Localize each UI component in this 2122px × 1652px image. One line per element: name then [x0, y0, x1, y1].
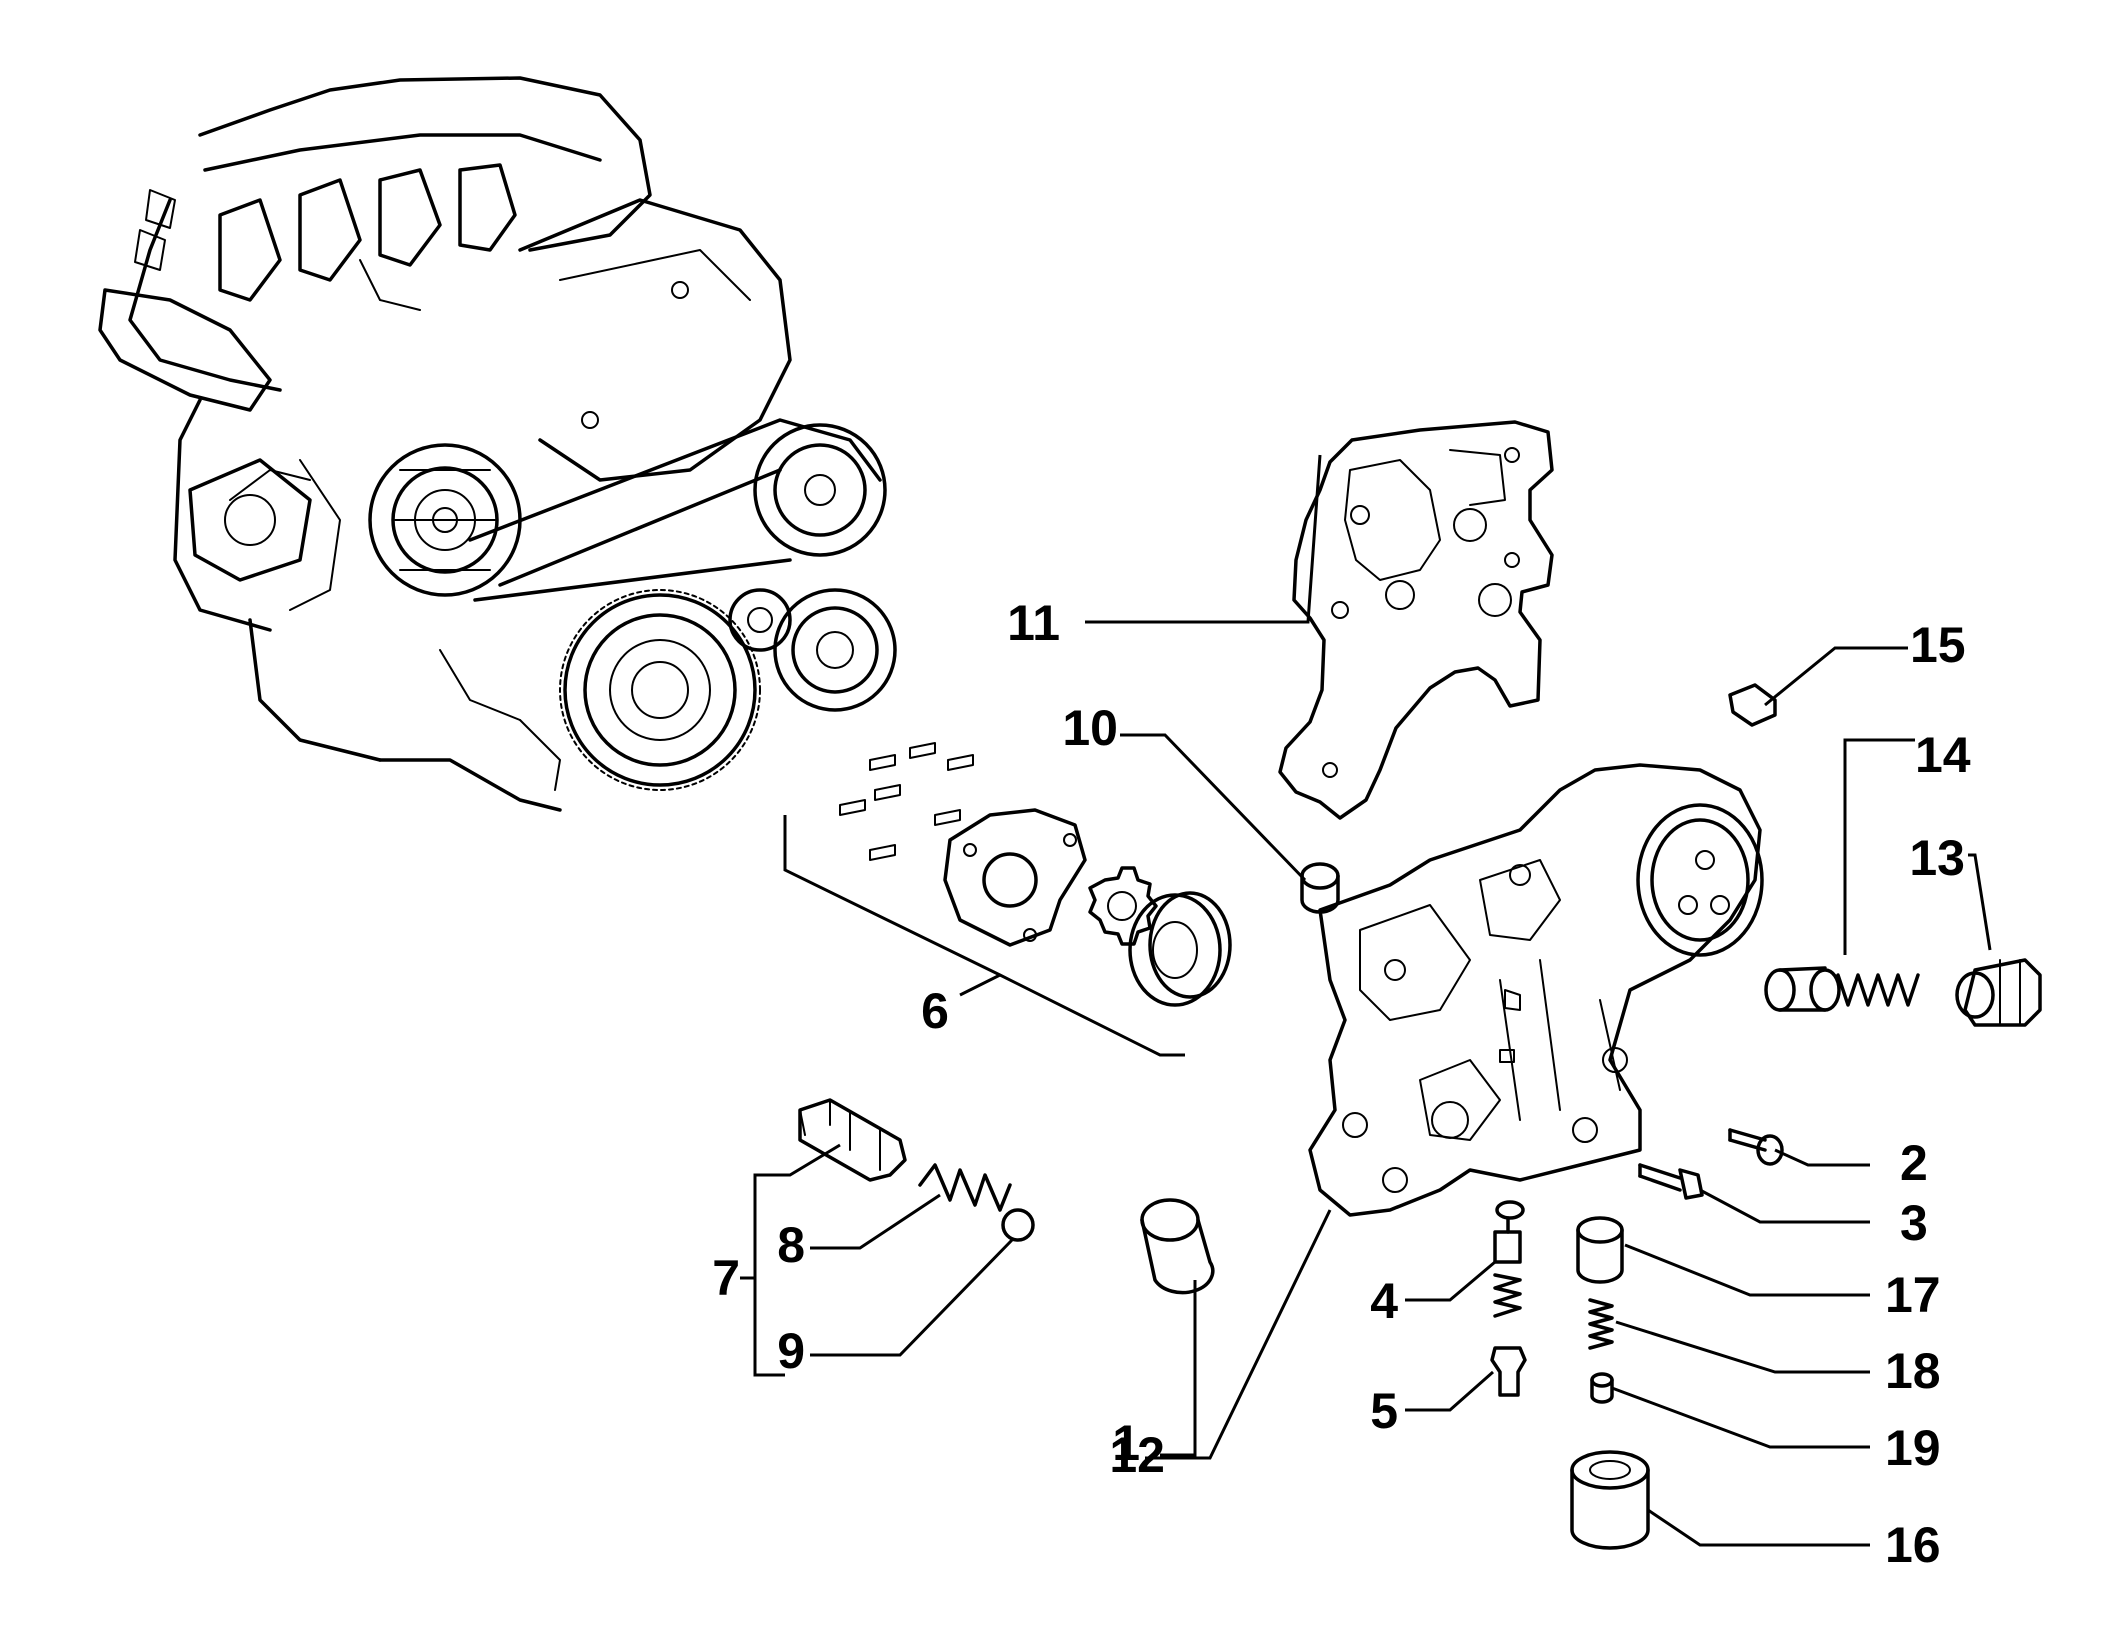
callout-15: 15: [1910, 617, 1966, 673]
callout-13: 13: [1909, 830, 1965, 886]
callout-8: 8: [777, 1217, 805, 1273]
oil-pump-housing-part-1: [1308, 763, 1764, 1217]
gear-set-part-6: [839, 742, 1232, 1007]
callout-19: 19: [1885, 1420, 1941, 1476]
callout-16: 16: [1885, 1517, 1941, 1573]
callout-labels: 11 10 6 15 14 13 2 3 17 18 19 16 12 1 4 …: [712, 595, 1971, 1573]
callout-18: 18: [1885, 1343, 1941, 1399]
callout-12: 12: [1109, 1427, 1165, 1483]
relief-valve-part-14: [1764, 966, 1920, 1012]
bush-part-12: [1140, 1198, 1215, 1295]
spring-part-8: [918, 1163, 1012, 1212]
callout-9: 9: [777, 1323, 805, 1379]
callout-3: 3: [1900, 1195, 1928, 1251]
shaft-part-7: [798, 1098, 907, 1182]
engine-assembly: [98, 76, 897, 812]
sleeve-part-17: [1576, 1216, 1624, 1284]
callout-11: 11: [1007, 595, 1060, 651]
bush-part-19: [1590, 1372, 1614, 1404]
callout-2: 2: [1900, 1135, 1928, 1191]
inner-gear: [1088, 866, 1158, 946]
callout-1: 1: [1112, 1415, 1140, 1471]
bolt-part-2: [1728, 1128, 1784, 1166]
callout-5: 5: [1370, 1383, 1398, 1439]
callout-7: 7: [712, 1250, 740, 1306]
cup-part-16: [1570, 1450, 1650, 1550]
leader-lines: [740, 454, 1992, 1547]
plug-part-13: [1955, 958, 2042, 1027]
screw-set: [839, 742, 974, 861]
cap-part-15: [1728, 683, 1777, 727]
spring-part-18: [1588, 1298, 1614, 1350]
valve-part-4: [1493, 1200, 1525, 1318]
bolt-part-3: [1638, 1163, 1704, 1200]
callout-4: 4: [1370, 1273, 1398, 1329]
ball-part-9: [1001, 1208, 1035, 1242]
plug-part-5: [1490, 1346, 1527, 1397]
callout-10: 10: [1062, 700, 1118, 756]
callout-17: 17: [1885, 1267, 1941, 1323]
outer-rotor: [1128, 891, 1232, 1007]
gasket-part-11: [1278, 420, 1554, 820]
callout-14: 14: [1915, 727, 1971, 783]
callout-6: 6: [921, 983, 949, 1039]
